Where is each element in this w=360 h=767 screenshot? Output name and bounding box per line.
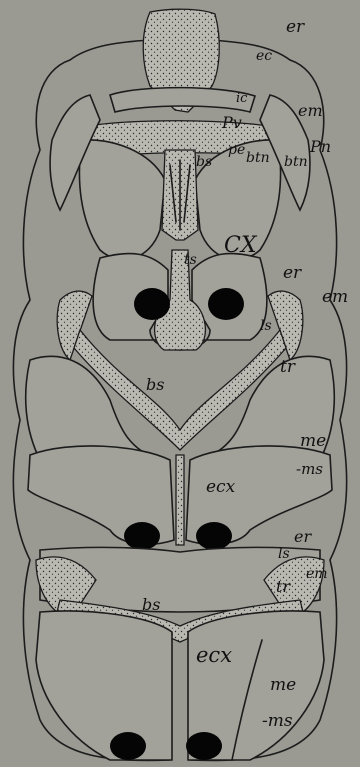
left-propleuron	[79, 140, 165, 260]
label-bs-top: bs	[196, 154, 212, 170]
label-ecx-low: ecx	[196, 643, 232, 667]
label-ls-low: ls	[278, 546, 290, 562]
left-meta-coxa-articulation	[110, 732, 146, 760]
label-ms-low: -ms	[262, 711, 293, 731]
label-er-low: er	[294, 527, 312, 546]
label-me-low: me	[270, 675, 296, 695]
label-btn-left: btn	[246, 150, 270, 166]
left-meso-coxa-articulation	[124, 522, 160, 550]
label-tr-mid: tr	[280, 357, 296, 377]
label-er-top: er	[286, 17, 305, 37]
label-ecx-mid: ecx	[206, 477, 236, 497]
label-pe: pe	[228, 142, 245, 158]
label-me-mid: me	[300, 431, 326, 451]
right-meta-coxa-articulation	[186, 732, 222, 760]
label-btn-right: btn	[284, 154, 308, 170]
label-em-mid: em	[322, 287, 348, 307]
label-bs-low: bs	[142, 595, 160, 614]
label-em-low: em	[306, 566, 328, 582]
label-ic: ic	[236, 91, 248, 106]
right-meso-coxa-articulation	[196, 522, 232, 550]
label-pv: Pv	[221, 113, 242, 132]
label-pn: Pn	[309, 137, 331, 156]
label-ts: ts	[184, 252, 197, 268]
label-em-top: em	[298, 101, 323, 120]
mesothorax	[26, 250, 335, 550]
label-bs-mid: bs	[146, 375, 164, 394]
label-cx: CX	[224, 233, 258, 258]
label-ls-mid: ls	[260, 318, 272, 334]
right-meso-coxal-foramen	[208, 288, 244, 320]
left-metacoxa	[36, 611, 172, 760]
label-er-mid: er	[283, 263, 302, 283]
label-ms-mid: -ms	[296, 460, 323, 478]
prothorax	[50, 9, 310, 259]
left-meso-coxal-foramen	[134, 288, 170, 320]
label-ec: ec	[256, 48, 272, 64]
label-tr-low: tr	[276, 577, 291, 596]
